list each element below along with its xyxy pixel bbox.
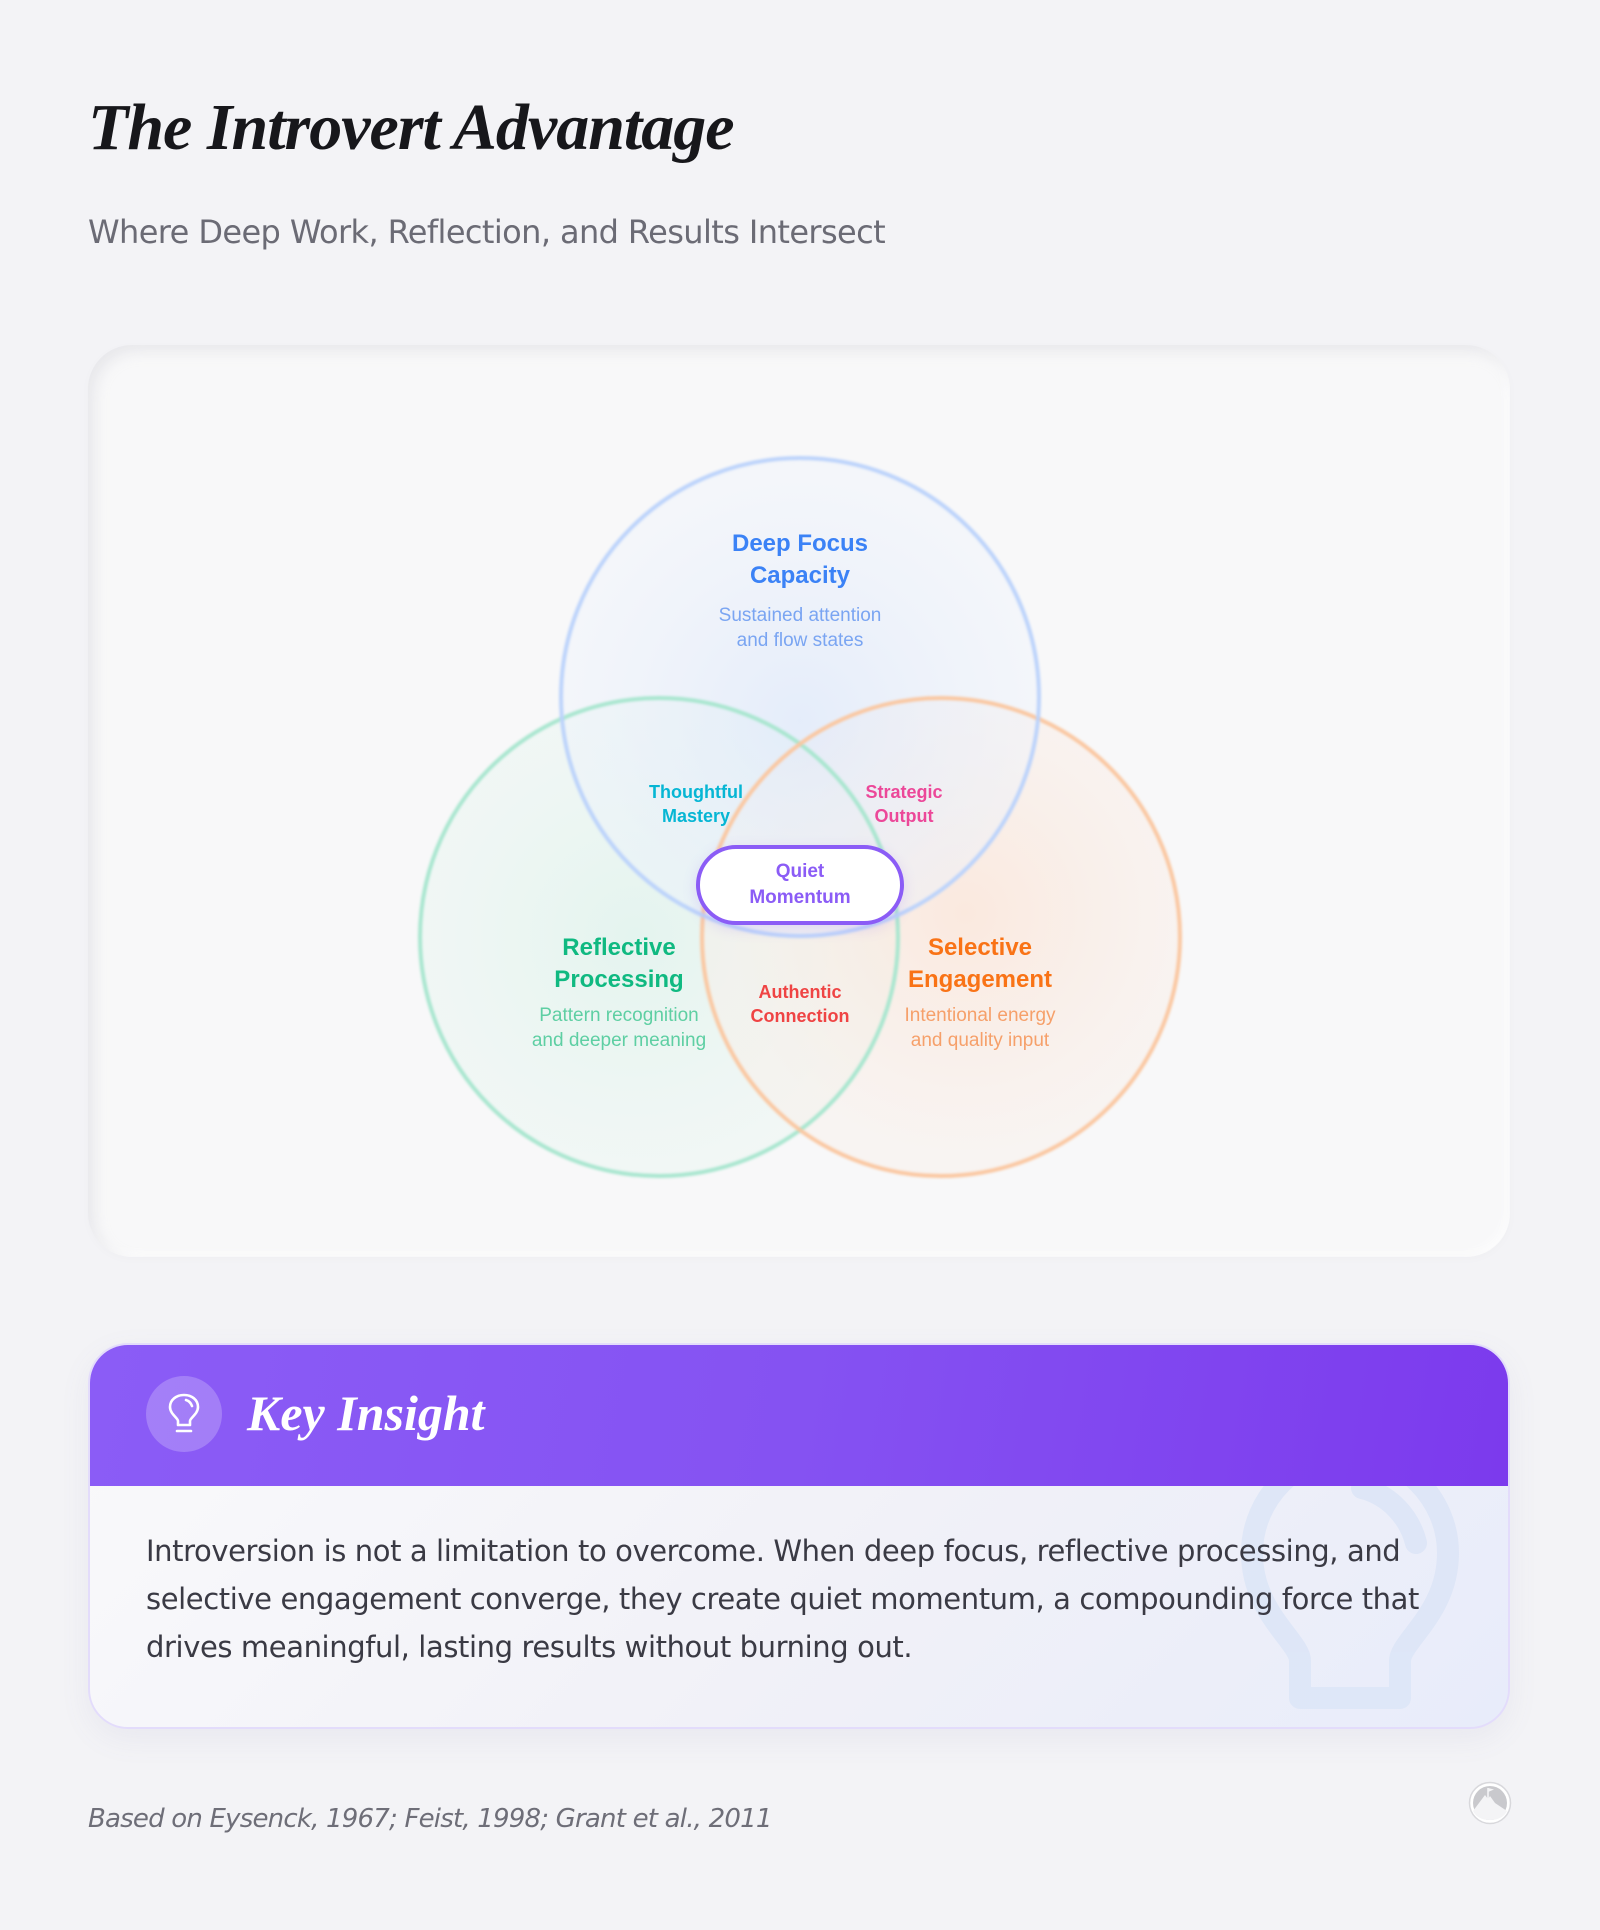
key-insight-card: Key Insight Introversion is not a limita… — [88, 1343, 1510, 1729]
lightbulb-icon-badge — [146, 1376, 222, 1452]
page-subtitle: Where Deep Work, Reflection, and Results… — [88, 213, 886, 251]
insight-body: Introversion is not a limitation to over… — [146, 1534, 1419, 1664]
center-quiet-momentum: Quiet Momentum — [696, 845, 904, 925]
diagram-card — [88, 345, 1510, 1257]
citation-text: Based on Eysenck, 1967; Feist, 1998; Gra… — [88, 1804, 772, 1834]
page-title: The Introvert Advantage — [88, 91, 735, 164]
insight-header: Key Insight — [90, 1345, 1508, 1486]
lightbulb-icon — [168, 1393, 200, 1433]
label-line: Quiet — [775, 861, 825, 882]
label-line: Momentum — [749, 887, 851, 908]
mountain-flag-logo-icon — [1468, 1781, 1512, 1825]
insight-title: Key Insight — [247, 1385, 485, 1441]
